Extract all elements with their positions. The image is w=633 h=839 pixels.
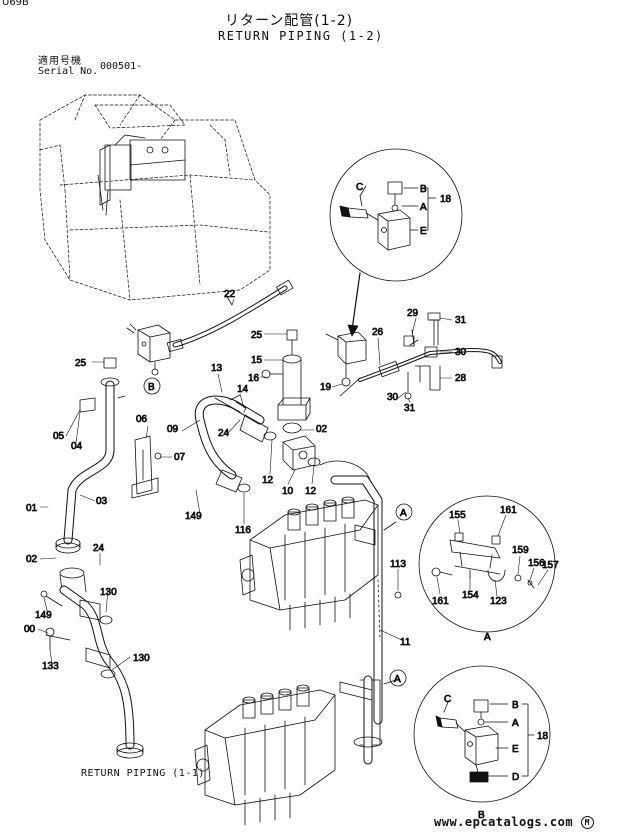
detail-label-e: E <box>420 226 427 237</box>
part-label-133: 133 <box>42 661 59 672</box>
part-label-30-left: 30 <box>387 392 399 403</box>
callout-circle-a1 <box>395 503 413 521</box>
page-code: U69B <box>2 0 29 8</box>
control-valve-lower <box>194 684 336 826</box>
part-label-130-lower: 130 <box>133 653 150 664</box>
part-label-09: 09 <box>167 424 179 435</box>
part-label-16: 16 <box>248 373 260 384</box>
part-label-00: 00 <box>24 624 36 635</box>
part-label-149-lower: 149 <box>35 610 52 621</box>
detail-label-b: B <box>420 184 427 195</box>
hose-22 <box>166 279 294 353</box>
sub-view-caption: RETURN PIPING (1-1) <box>81 768 205 779</box>
part-label-13: 13 <box>211 363 223 374</box>
pipe-00 <box>40 567 144 759</box>
part-label-10: 10 <box>282 486 294 497</box>
detail-label-assembly: 18 <box>440 194 452 205</box>
part-label-05: 05 <box>53 431 65 442</box>
page-title: RETURN PIPING (1-2) <box>218 29 384 43</box>
part-label-12-left: 12 <box>262 475 274 486</box>
part-label-24-lower: 24 <box>93 543 105 554</box>
callout-label-a2: A <box>394 674 401 685</box>
detail-circle-a <box>418 495 556 633</box>
part-label-02-left: 02 <box>26 554 38 565</box>
part-label-06: 06 <box>136 414 148 425</box>
part-label-12-right: 12 <box>305 486 317 497</box>
serial-number: 000501- <box>100 61 143 72</box>
part-label-31-bottom: 31 <box>404 403 416 414</box>
machine-body-outline <box>39 94 271 301</box>
part-label-19: 19 <box>320 382 332 393</box>
detail-a-label-156: 156 <box>528 558 545 569</box>
pipe-11 <box>330 475 402 765</box>
part-label-02-right: 02 <box>316 424 328 435</box>
part-label-28: 28 <box>455 373 467 384</box>
detail-a-label-154: 154 <box>462 590 479 601</box>
detail-label-a: A <box>420 202 427 213</box>
part-label-03: 03 <box>96 496 108 507</box>
part-label-24-upper: 24 <box>218 428 230 439</box>
callout-label-b: B <box>148 382 155 393</box>
part-label-26: 26 <box>372 327 384 338</box>
part-label-11: 11 <box>400 637 411 648</box>
part-label-22: 22 <box>224 289 236 300</box>
part-label-29: 29 <box>407 308 419 319</box>
part-label-07: 07 <box>174 452 186 463</box>
detail-a-label-161-top: 161 <box>500 505 517 516</box>
detail-a-label-123: 123 <box>490 596 507 607</box>
watermark-text: www.epcatalogs.com <box>434 815 574 829</box>
part-label-31-top: 31 <box>455 315 467 326</box>
detail-circle-fitting <box>329 148 463 337</box>
detail-b-label-assembly: 18 <box>537 731 549 742</box>
detail-b-label-d: D <box>512 772 519 783</box>
detail-b-label-c: C <box>444 694 451 705</box>
pipe-03 <box>55 357 126 554</box>
valve-column-15 <box>261 329 311 421</box>
page-title-japanese: リターン配管(1-2) <box>225 13 354 29</box>
control-valve-upper <box>239 496 379 631</box>
pipe-26-assembly <box>358 312 503 400</box>
watermark-mark: M <box>580 816 594 829</box>
part-label-25-center: 25 <box>251 330 263 341</box>
serial-label: Serial No. <box>38 66 99 77</box>
solenoid-block-top <box>325 331 367 397</box>
part-label-116: 116 <box>235 525 251 536</box>
detail-a-label-157: 157 <box>542 560 559 571</box>
part-label-04: 04 <box>71 441 83 452</box>
detail-a-leaders <box>436 514 549 597</box>
bracket-06 <box>131 435 162 499</box>
part-label-15: 15 <box>251 355 263 366</box>
part-label-14: 14 <box>237 384 249 395</box>
detail-label-c: C <box>356 182 363 193</box>
serial-label-japanese: 適用号機 <box>38 56 82 67</box>
part-label-149-upper: 149 <box>185 511 202 522</box>
detail-a-label-159: 159 <box>512 545 529 556</box>
detail-b-caption: B <box>478 810 485 821</box>
callout-circle-a2 <box>389 669 407 687</box>
detail-b-label-b: B <box>512 700 519 711</box>
detail-a-label-155: 155 <box>449 510 466 521</box>
part-label-01: 01 <box>26 503 38 514</box>
callout-circle-b <box>143 377 161 395</box>
part-labels: 22 25 25 15 16 13 14 19 26 29 31 30 28 3… <box>24 289 467 673</box>
detail-b-label-e: E <box>512 744 519 755</box>
part-label-25-left: 25 <box>75 358 87 369</box>
part-label-113: 113 <box>390 559 406 570</box>
part-label-130-upper: 130 <box>100 587 117 598</box>
detail-b-label-a: A <box>512 718 519 729</box>
solenoid-block-b <box>126 323 171 376</box>
part-label-30-right: 30 <box>455 347 467 358</box>
watermark: www.epcatalogs.com M <box>434 815 594 829</box>
part-leader-lines <box>37 298 453 671</box>
detail-circle-b <box>413 665 551 803</box>
flange-10 <box>282 422 371 481</box>
detail-a-label-161-bottom: 161 <box>432 596 449 607</box>
machine-valve-cluster <box>97 134 186 216</box>
callout-label-a1: A <box>400 508 407 519</box>
detail-a-caption: A <box>484 632 491 643</box>
